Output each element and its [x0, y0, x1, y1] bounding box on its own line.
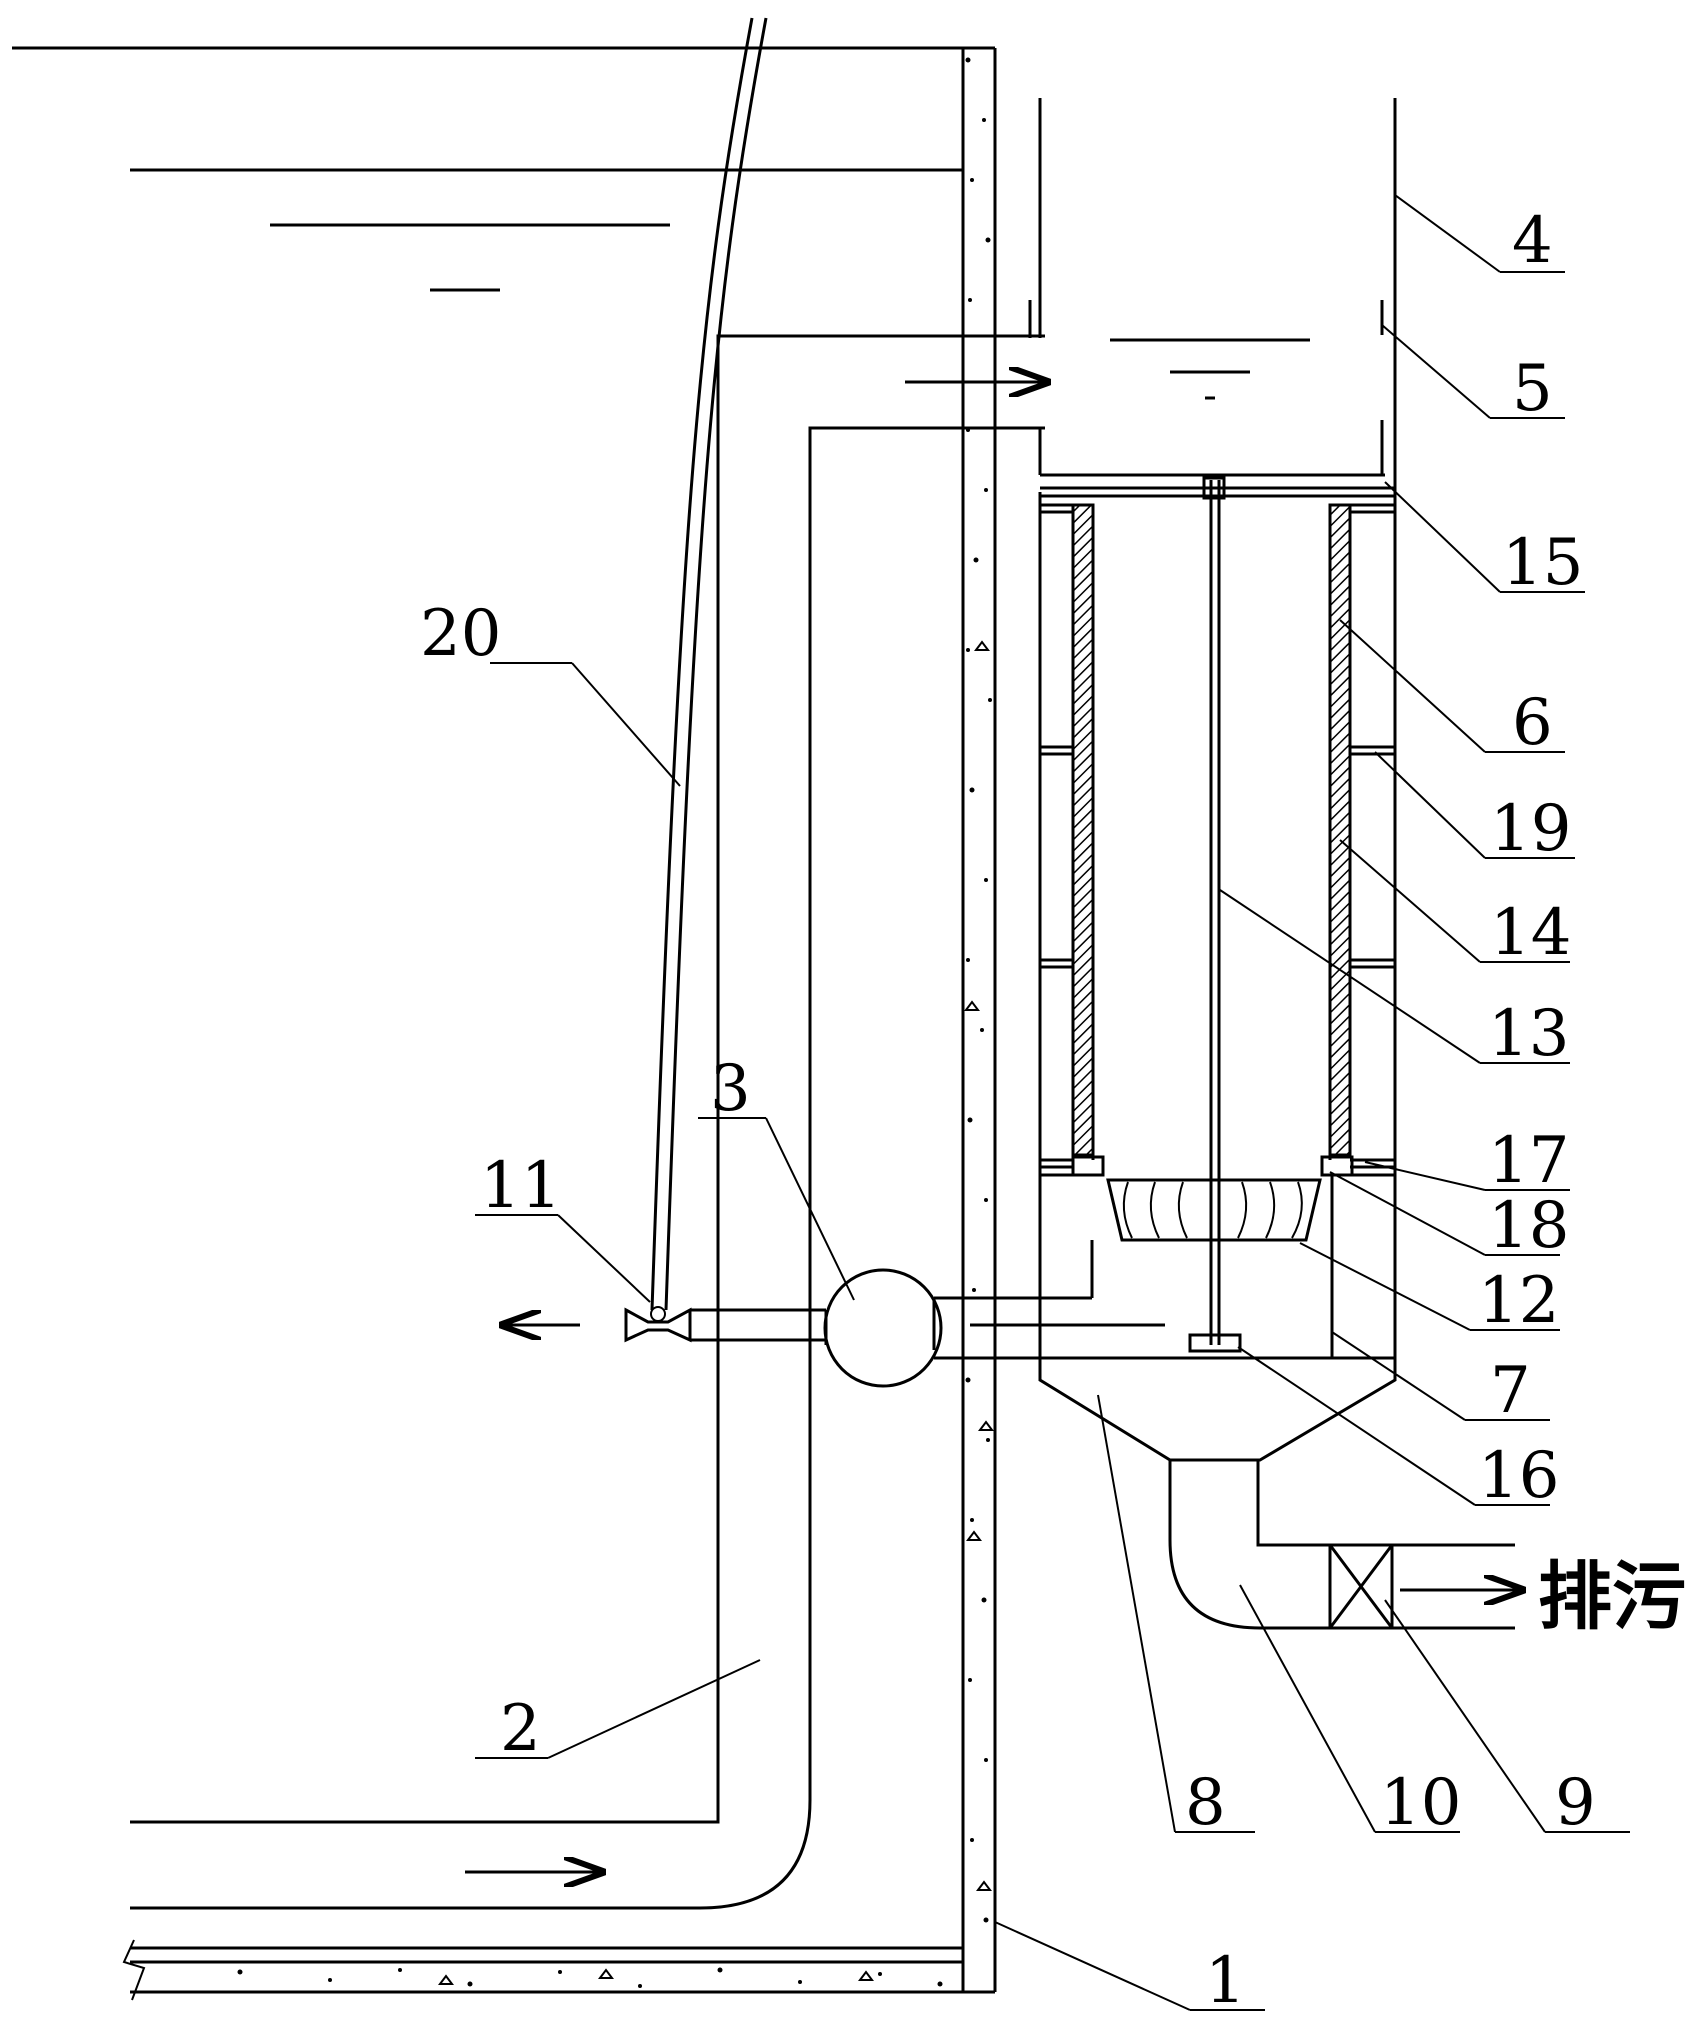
label-4: 4: [1512, 204, 1553, 278]
label-18: 18: [1488, 1189, 1569, 1263]
label-9: 9: [1555, 1766, 1596, 1840]
label-2: 2: [500, 1692, 541, 1766]
label-10: 10: [1380, 1766, 1461, 1840]
label-6: 6: [1512, 686, 1553, 760]
intake-pipe: [130, 336, 1045, 1908]
label-8: 8: [1185, 1766, 1226, 1840]
sludge-hopper: [1040, 1358, 1395, 1460]
label-19: 19: [1490, 792, 1571, 866]
water-level-mark: [130, 170, 963, 290]
label-12: 12: [1478, 1264, 1559, 1338]
valve: [1330, 1545, 1520, 1628]
impeller: [1108, 1180, 1320, 1240]
discharge-label: 排污: [1538, 1554, 1686, 1640]
label-5: 5: [1512, 352, 1553, 426]
label-20: 20: [420, 597, 501, 671]
leader-lines: [475, 195, 1630, 2010]
label-13: 13: [1488, 997, 1569, 1071]
overflow-weir: [1110, 300, 1382, 475]
label-1: 1: [1205, 1944, 1246, 2018]
label-14: 14: [1490, 896, 1571, 970]
label-16: 16: [1478, 1439, 1559, 1513]
central-shaft: [1211, 480, 1219, 1345]
label-7: 7: [1490, 1354, 1531, 1428]
label-11: 11: [480, 1149, 561, 1223]
label-17: 17: [1488, 1124, 1569, 1198]
label-15: 15: [1502, 526, 1583, 600]
bearing: [1190, 1335, 1240, 1351]
nozzle: [505, 1307, 826, 1340]
label-3: 3: [710, 1052, 751, 1126]
